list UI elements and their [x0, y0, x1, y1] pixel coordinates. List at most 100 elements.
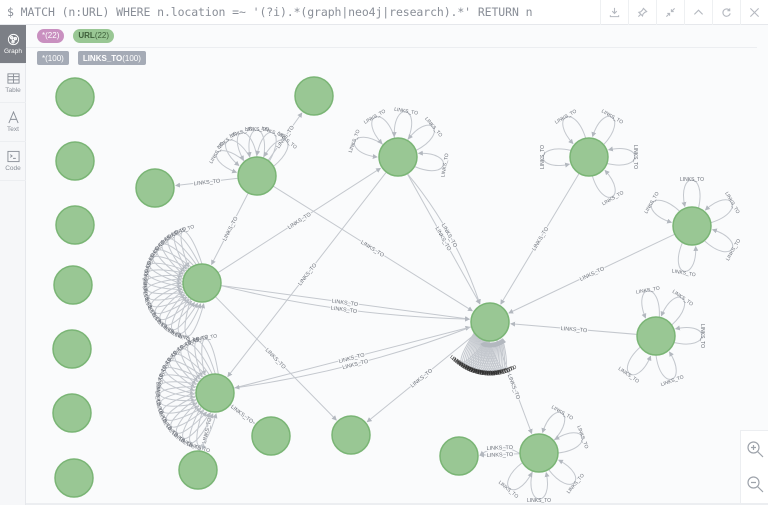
url-node[interactable]	[195, 373, 235, 413]
url-node[interactable]	[569, 137, 609, 177]
edge-label: LINKS_TO	[617, 366, 640, 385]
close-button[interactable]	[740, 0, 768, 25]
minimize-button[interactable]	[684, 0, 712, 25]
self-loop-edge[interactable]: LINKS_TO	[414, 150, 450, 178]
url-node[interactable]	[52, 329, 92, 369]
pill-count: (22)	[94, 31, 110, 40]
url-node[interactable]	[378, 137, 418, 177]
self-loop-edge[interactable]: LINKS_TO	[680, 177, 704, 209]
rel-type-all-pill[interactable]: *(100)	[37, 51, 69, 65]
relationship-edge[interactable]: LINKS_TO	[227, 171, 387, 378]
self-loop-edge[interactable]: LINKS_TO	[591, 169, 625, 207]
self-loop-edge[interactable]: LINKS_TO	[153, 389, 198, 416]
url-node[interactable]	[237, 156, 277, 196]
relationship-edge[interactable]: LINKS_TO	[500, 173, 580, 305]
self-loop-edge[interactable]: LINKS_TO	[540, 145, 572, 169]
sidebar-item-text[interactable]: Text	[0, 103, 26, 142]
edge-label: LINKS_TO	[287, 211, 313, 231]
self-loop-edge[interactable]: LINKS_TO	[703, 228, 742, 262]
edge-label: LINKS_TO	[579, 266, 606, 283]
url-node[interactable]	[672, 206, 712, 246]
frame-toolbar	[600, 0, 768, 25]
self-loop-edge[interactable]: LINKS_TO	[142, 260, 186, 289]
self-loop-edge[interactable]: LINKS_TO	[704, 191, 741, 224]
relationship-edge[interactable]: LINKS_TO	[496, 339, 533, 435]
relationship-edge[interactable]: LINKS_TO	[406, 173, 481, 305]
query-text[interactable]: $ MATCH (n:URL) WHERE n.location =~ '(?i…	[7, 5, 533, 19]
sidebar-item-code[interactable]: Code	[0, 142, 26, 181]
edge-label: LINKS_TO	[264, 347, 287, 371]
url-node[interactable]	[182, 263, 222, 303]
close-icon	[749, 7, 760, 18]
edge-label: LINKS_TO	[560, 326, 588, 334]
relationship-edge[interactable]: LINKS_TO	[233, 325, 471, 389]
url-node[interactable]	[331, 415, 371, 455]
node-label-all-pill[interactable]: *(22)	[37, 28, 65, 43]
sidebar-item-table[interactable]: Table	[0, 64, 26, 103]
self-loop-edge[interactable]: LINKS_TO	[391, 107, 419, 141]
pin-button[interactable]	[628, 0, 656, 25]
url-node[interactable]	[470, 302, 510, 342]
url-node[interactable]	[519, 433, 559, 473]
self-loop-edge[interactable]: LINKS_TO	[154, 382, 198, 406]
edge-label: LINKS_TO	[506, 373, 521, 401]
download-button[interactable]	[600, 0, 628, 25]
edge-label: LINKS_TO	[194, 178, 222, 187]
relationship-edge[interactable]: LINKS_TO	[175, 177, 239, 188]
text-icon	[7, 111, 19, 124]
url-node[interactable]	[55, 205, 95, 245]
relationship-edge[interactable]: LINKS_TO	[510, 321, 638, 335]
collapse-button[interactable]	[656, 0, 684, 25]
relationship-edge[interactable]: LINKS_TO	[366, 333, 476, 423]
pill-count: (22)	[45, 31, 60, 40]
relationship-edge[interactable]: LINKS_TO	[228, 403, 255, 426]
self-loop-edge[interactable]: LINKS_TO	[636, 286, 661, 319]
url-node[interactable]	[55, 77, 95, 117]
self-loop-edge[interactable]: LINKS_TO	[554, 425, 589, 454]
self-loop-edge[interactable]: LINKS_TO	[348, 129, 384, 159]
self-loop-edge[interactable]: LINKS_TO	[606, 145, 638, 169]
self-loop-edge[interactable]: LINKS_TO	[671, 242, 699, 278]
zoom-in-button[interactable]	[741, 431, 768, 466]
rerun-button[interactable]	[712, 0, 740, 25]
url-node[interactable]	[636, 316, 676, 356]
self-loop-edge[interactable]: LINKS_TO	[527, 470, 551, 504]
chevron-up-icon	[693, 9, 704, 15]
url-node[interactable]	[54, 458, 94, 498]
pin-icon	[637, 7, 648, 18]
edge-label: LINKS_TO	[475, 370, 499, 377]
self-loop-edge[interactable]: LINKS_TO	[673, 324, 705, 348]
node-label-url-pill[interactable]: URL(22)	[73, 28, 115, 43]
relationship-edge[interactable]: LINKS_TO	[220, 285, 471, 322]
url-node[interactable]	[439, 436, 479, 476]
relationship-edge[interactable]: LINKS_TO	[211, 192, 249, 266]
download-icon	[609, 7, 620, 18]
self-loop-edge[interactable]: LINKS_TO	[466, 337, 494, 378]
self-loop-edge[interactable]: LINKS_TO	[245, 127, 269, 159]
rel-type-links-to-pill[interactable]: LINKS_TO(100)	[77, 51, 146, 65]
url-node[interactable]	[135, 168, 175, 208]
url-node[interactable]	[53, 265, 93, 305]
relationship-edge[interactable]: LINKS_TO	[479, 451, 521, 460]
zoom-out-button[interactable]	[741, 466, 768, 501]
self-loop-edge[interactable]: LINKS_TO	[155, 373, 199, 400]
url-node[interactable]	[178, 450, 218, 490]
relationship-edge[interactable]: LINKS_TO	[220, 285, 471, 322]
self-loop-edge[interactable]: LINKS_TO	[655, 351, 685, 388]
url-node[interactable]	[294, 76, 334, 116]
edge-label: LINKS_TO	[477, 370, 501, 376]
self-loop-edge[interactable]: LINKS_TO	[193, 333, 219, 376]
url-node[interactable]	[55, 141, 95, 181]
self-loop-edge[interactable]: LINKS_TO	[143, 269, 185, 293]
sidebar-item-graph[interactable]: Graph	[0, 25, 26, 64]
pill-label: *	[42, 53, 46, 63]
relationship-edge[interactable]: LINKS_TO	[479, 444, 521, 456]
relationship-edge[interactable]: LINKS_TO	[272, 185, 473, 312]
self-loop-edge[interactable]: LINKS_TO	[141, 277, 185, 302]
edge-label: LINKS_TO	[636, 286, 661, 296]
self-loop-edge[interactable]: LINKS_TO	[554, 108, 587, 145]
url-node[interactable]	[52, 393, 92, 433]
url-node[interactable]	[251, 416, 291, 456]
